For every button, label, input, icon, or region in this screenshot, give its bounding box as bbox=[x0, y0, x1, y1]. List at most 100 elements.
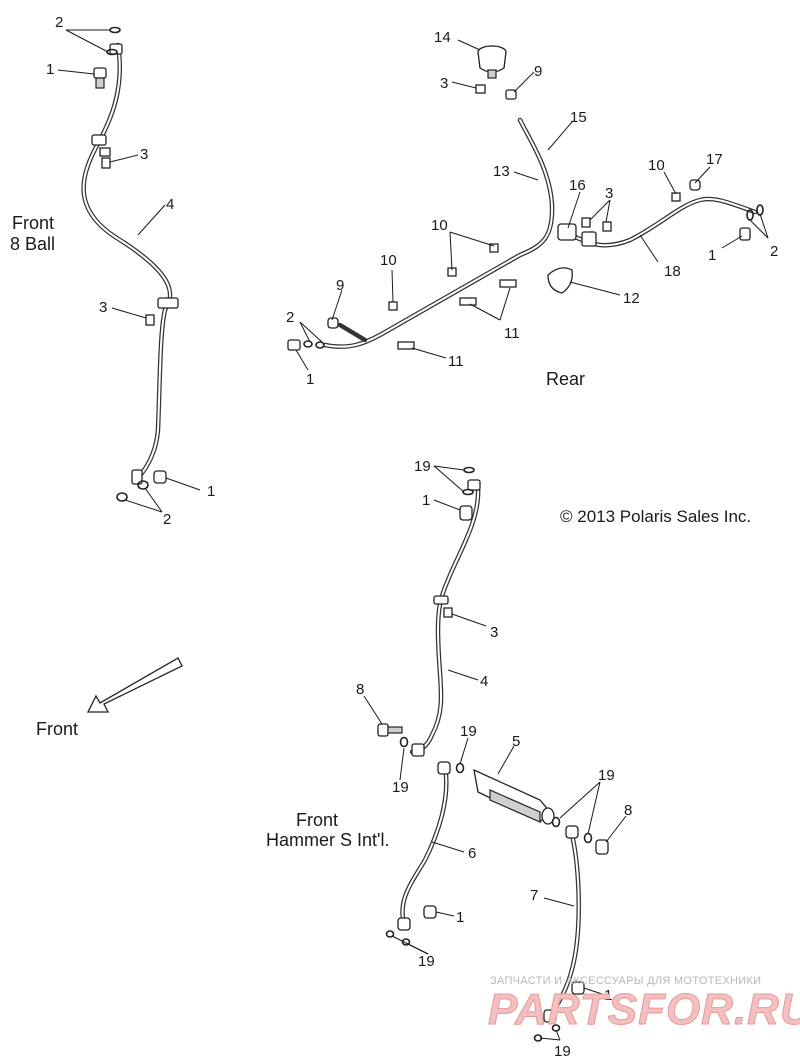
callout-1: 1 bbox=[456, 909, 464, 926]
crush-washer bbox=[463, 466, 475, 474]
callout-3: 3 bbox=[490, 624, 498, 641]
callout-2: 2 bbox=[770, 243, 778, 260]
front-8ball-caption-line1: Front bbox=[12, 213, 54, 233]
banjo-fitting bbox=[437, 761, 451, 775]
crush-washer bbox=[462, 488, 474, 496]
callout-11: 11 bbox=[504, 325, 520, 342]
crush-washer bbox=[756, 204, 764, 216]
callout-19: 19 bbox=[554, 1043, 571, 1060]
cover bbox=[547, 267, 573, 294]
hose-bracket bbox=[433, 595, 449, 605]
callout-13: 13 bbox=[493, 163, 510, 180]
line-clamp bbox=[459, 297, 477, 306]
callout-1: 1 bbox=[708, 247, 716, 264]
banjo-fitting bbox=[131, 469, 143, 485]
crush-washer bbox=[551, 816, 561, 828]
banjo-bolt bbox=[287, 339, 301, 351]
bolt bbox=[145, 314, 155, 326]
callout-6: 6 bbox=[468, 845, 476, 862]
callout-9: 9 bbox=[336, 277, 344, 294]
callout-19: 19 bbox=[460, 723, 477, 740]
hose-bracket bbox=[91, 134, 111, 157]
watermark-tagline: ЗАПЧАСТИ И АКСЕССУАРЫ ДЛЯ МОТОТЕХНИКИ bbox=[490, 975, 761, 987]
front-8ball-assembly: 2 1 3 4 3 1 2 Front 8 Ball bbox=[10, 14, 215, 528]
bolt bbox=[101, 157, 111, 169]
master-cylinder-reservoir bbox=[477, 45, 507, 79]
watermark-logo: PARTSFOR.RU bbox=[488, 985, 800, 1034]
banjo-bolt bbox=[423, 905, 437, 919]
banjo-bolt bbox=[459, 505, 473, 521]
callout-3: 3 bbox=[605, 185, 613, 202]
callout-18: 18 bbox=[664, 263, 681, 280]
callout-3: 3 bbox=[99, 299, 107, 316]
banjo-fitting bbox=[411, 743, 425, 757]
crush-washer bbox=[109, 26, 121, 34]
front-direction-arrow: Front bbox=[36, 657, 183, 739]
callout-10: 10 bbox=[648, 157, 665, 174]
banjo-bolt bbox=[739, 227, 751, 241]
banjo-bolt bbox=[153, 470, 167, 484]
callout-10: 10 bbox=[431, 217, 448, 234]
banjo-fitting bbox=[467, 479, 481, 491]
crush-washer bbox=[455, 762, 465, 774]
callout-2: 2 bbox=[286, 309, 294, 326]
callout-3: 3 bbox=[440, 75, 448, 92]
rear-caption: Rear bbox=[546, 369, 585, 389]
rear-assembly: 14 3 9 15 13 16 3 10 17 12 18 1 2 10 10 … bbox=[286, 29, 778, 389]
crush-washer bbox=[137, 480, 149, 490]
banjo-fitting bbox=[543, 1009, 557, 1023]
crush-washer bbox=[315, 341, 325, 349]
callout-8: 8 bbox=[624, 802, 632, 819]
hose-clip bbox=[388, 301, 398, 311]
callout-16: 16 bbox=[569, 177, 586, 194]
callout-19: 19 bbox=[414, 458, 431, 475]
callout-11: 11 bbox=[448, 353, 464, 370]
hose-nipple bbox=[505, 89, 517, 100]
callout-19: 19 bbox=[418, 953, 435, 970]
callout-12: 12 bbox=[623, 290, 640, 307]
front-hammer-caption-line1: Front bbox=[296, 810, 338, 830]
front-arrow-caption: Front bbox=[36, 719, 78, 739]
callout-1: 1 bbox=[46, 61, 54, 78]
line-clamp bbox=[499, 279, 517, 288]
watermark: ЗАПЧАСТИ И АКСЕССУАРЫ ДЛЯ МОТОТЕХНИКИ PA… bbox=[488, 975, 800, 1035]
callout-14: 14 bbox=[434, 29, 451, 46]
crush-washer bbox=[385, 930, 395, 938]
crush-washer bbox=[399, 736, 409, 748]
callout-19: 19 bbox=[598, 767, 615, 784]
callout-10: 10 bbox=[380, 252, 397, 269]
crush-washer bbox=[401, 938, 411, 946]
bracket-clip bbox=[689, 179, 701, 191]
banjo-bolt bbox=[93, 67, 107, 89]
callout-1: 1 bbox=[207, 483, 215, 500]
front-hammer-assembly: 19 1 3 4 8 19 19 5 19 8 6 7 1 19 1 19 Fr… bbox=[266, 458, 632, 1060]
hose-nipple bbox=[327, 317, 339, 329]
callout-4: 4 bbox=[480, 673, 488, 690]
callout-15: 15 bbox=[570, 109, 587, 126]
callout-4: 4 bbox=[166, 196, 174, 213]
callout-9: 9 bbox=[534, 63, 542, 80]
copyright-notice: © 2013 Polaris Sales Inc. bbox=[560, 507, 751, 526]
callout-2: 2 bbox=[55, 14, 63, 31]
callout-3: 3 bbox=[140, 146, 148, 163]
callout-1: 1 bbox=[422, 492, 430, 509]
front-8ball-caption-line2: 8 Ball bbox=[10, 234, 55, 254]
callout-2: 2 bbox=[163, 511, 171, 528]
banjo-fitting bbox=[565, 825, 579, 839]
callout-7: 7 bbox=[530, 887, 538, 904]
junction-block bbox=[557, 223, 597, 247]
callout-8: 8 bbox=[356, 681, 364, 698]
crush-washer bbox=[116, 492, 128, 502]
callout-19: 19 bbox=[392, 779, 409, 796]
hose-clip bbox=[489, 243, 499, 253]
callout-1: 1 bbox=[306, 371, 314, 388]
crush-washer bbox=[583, 832, 593, 844]
banjo-bolt bbox=[377, 723, 403, 737]
line-clamp bbox=[397, 341, 415, 350]
callout-5: 5 bbox=[512, 733, 520, 750]
banjo-bolt bbox=[595, 839, 609, 855]
banjo-fitting bbox=[397, 917, 411, 931]
master-cylinder bbox=[473, 768, 555, 825]
front-hammer-caption-line2: Hammer S Int'l. bbox=[266, 830, 389, 850]
